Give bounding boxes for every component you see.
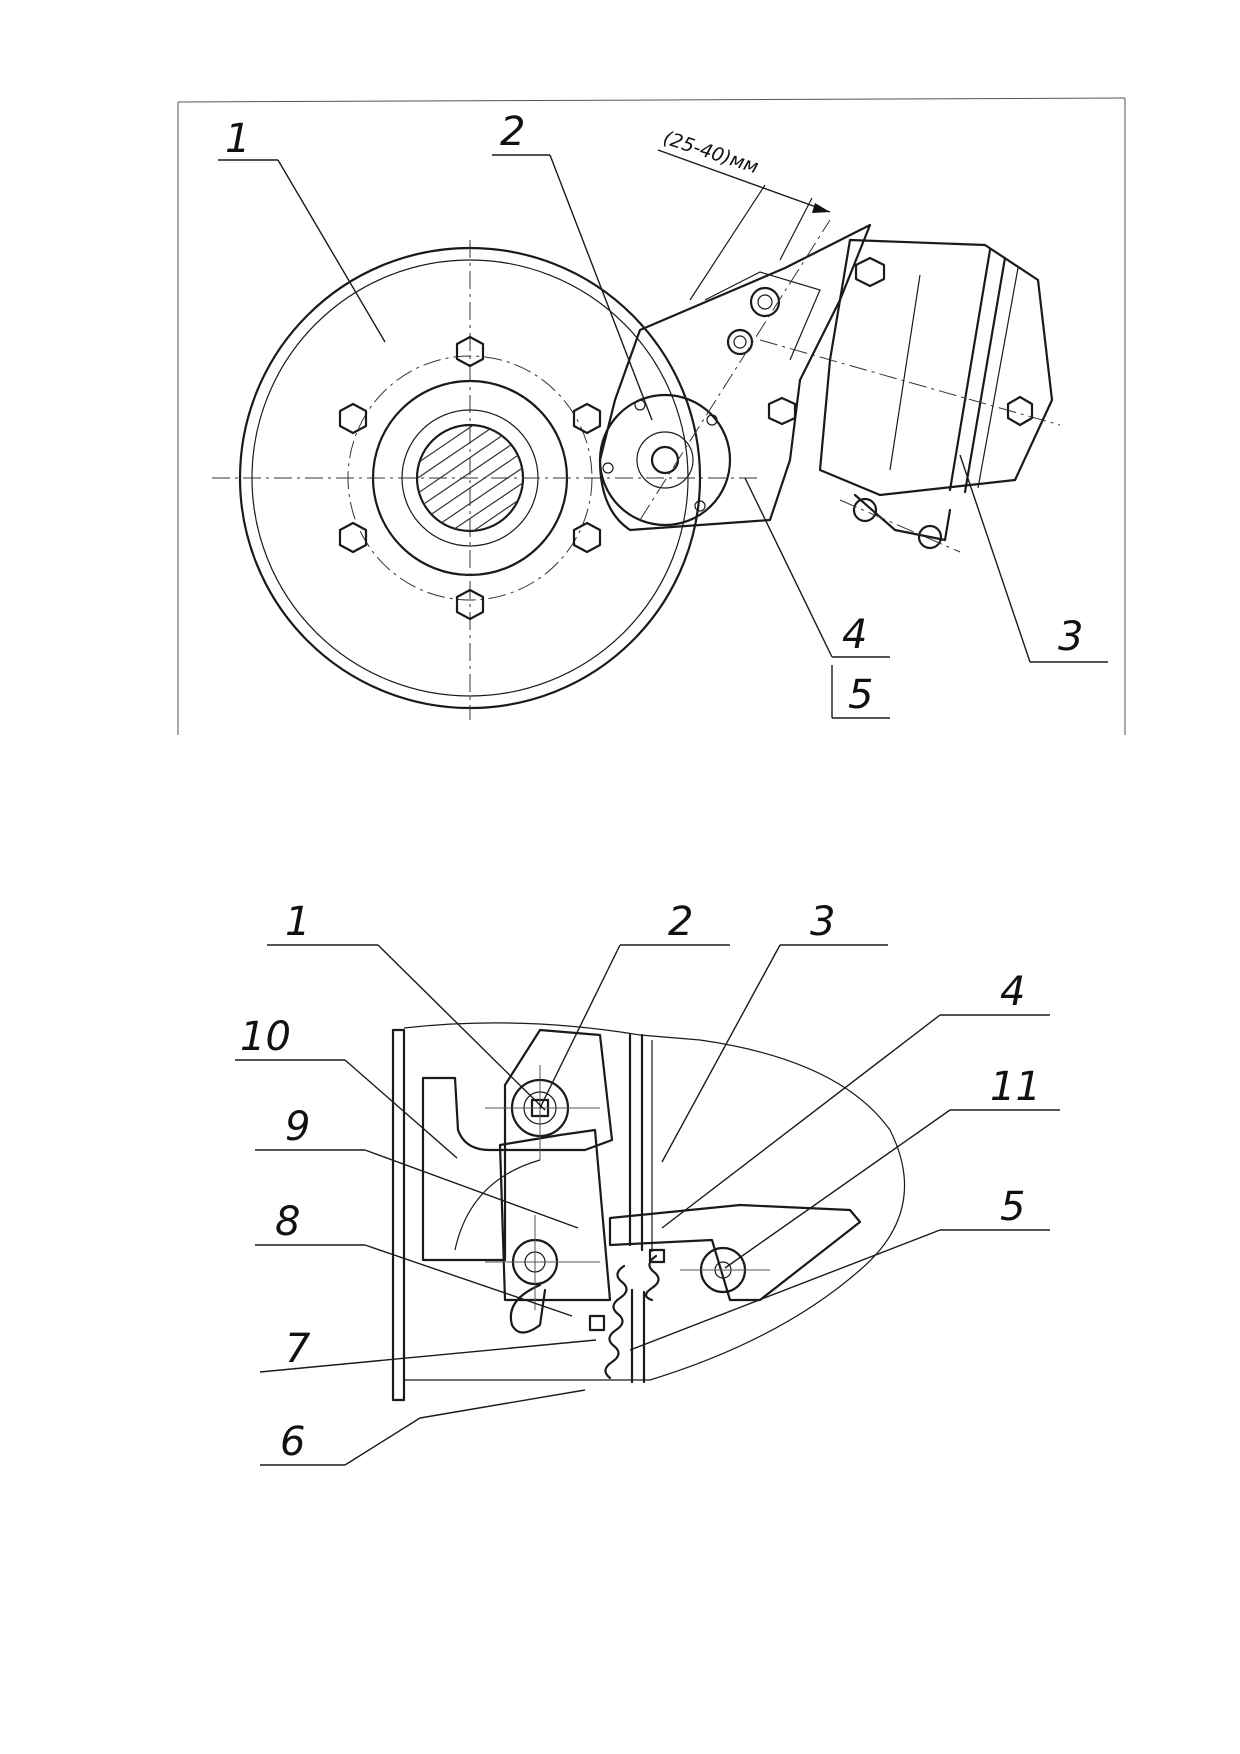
base-plate — [391, 1022, 906, 1402]
callout-2-pawl: 2 — [668, 899, 693, 945]
wheel-bolts — [338, 335, 602, 621]
figure-2-callouts: 1 2 3 4 11 5 10 9 8 — [235, 899, 1060, 1466]
callout-9-lever: 9 — [285, 1104, 310, 1150]
catch-4 — [608, 1203, 862, 1302]
brake-lever-housing — [598, 219, 872, 532]
spring-5 — [604, 1248, 666, 1380]
wheel — [212, 240, 760, 720]
figure-1-frame — [177, 97, 1126, 735]
callout-10-bracket: 10 — [240, 1014, 291, 1060]
callout-1-wheel: 1 — [225, 116, 250, 162]
callout-4: 4 — [842, 612, 867, 658]
cotter-8 — [509, 1283, 547, 1334]
guide-3 — [628, 1033, 653, 1384]
centre-marks — [485, 1065, 770, 1310]
callout-3-guide: 3 — [810, 899, 835, 945]
callout-2-lever: 2 — [500, 109, 525, 155]
cylinder-mount-lugs — [839, 493, 961, 553]
figure-1-wheel-brake-assembly: (25-40)мм 1 2 3 4 5 — [177, 97, 1126, 735]
callout-6-plate: 6 — [280, 1419, 305, 1465]
callout-11: 11 — [990, 1064, 1041, 1110]
callout-5-spring: 5 — [1000, 1184, 1025, 1230]
bracket-10 — [421, 1076, 507, 1262]
dimension-label: (25-40)мм — [660, 127, 761, 178]
callout-4-catch: 4 — [1000, 969, 1025, 1015]
figure-2-mechanism-detail: 1 2 3 4 11 5 10 9 8 — [235, 899, 1060, 1466]
pin-7 — [588, 1314, 606, 1332]
lever-9 — [498, 1128, 612, 1302]
callout-5: 5 — [848, 672, 873, 718]
figure-1-callouts: 1 2 3 4 5 — [218, 109, 1108, 719]
callout-7-pin: 7 — [285, 1326, 311, 1372]
brake-cylinder — [759, 238, 1061, 553]
callout-3-cylinder: 3 — [1058, 614, 1083, 660]
dimension-25-40mm: (25-40)мм — [657, 127, 831, 301]
callout-1-axle: 1 — [285, 899, 310, 945]
callout-8-cotter: 8 — [275, 1199, 300, 1245]
